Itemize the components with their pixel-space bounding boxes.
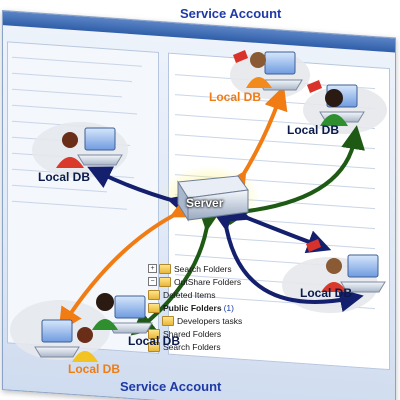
- computer-icon: [107, 295, 153, 334]
- folder-label: Search Folders: [163, 341, 221, 352]
- folder-label: Public Folders: [163, 302, 222, 313]
- workstation-top-center: [233, 50, 303, 91]
- arrow-server-to-right-db: [224, 199, 332, 254]
- local-db-label-bottom-center: Local DB: [128, 334, 181, 348]
- computer-icon: [257, 51, 303, 91]
- user-icon: [320, 89, 348, 126]
- toolbox-icon: [306, 239, 321, 252]
- folder-tree-item[interactable]: Public Folders(1): [148, 301, 268, 314]
- computer-icon: [77, 127, 123, 166]
- folder-label: Shared Folders: [163, 328, 222, 339]
- arrow-server-to-bottom-center-db: [130, 206, 222, 336]
- folder-tree-item[interactable]: + Search Folders: [148, 262, 268, 275]
- computer-icon: [340, 254, 386, 293]
- local-db-label-bottom-left: Local DB: [68, 362, 121, 376]
- workstation-bottom-left: [34, 319, 98, 362]
- computer-icon: [34, 319, 80, 358]
- user-icon: [56, 132, 84, 168]
- server-icon: [177, 175, 249, 222]
- workstation-right-top: [307, 80, 365, 126]
- local-db-label-left: Local DB: [38, 170, 91, 184]
- user-icon: [246, 52, 272, 88]
- folder-tree-item[interactable]: − OutShare Folders: [148, 275, 268, 288]
- folder-label: Search Folders: [174, 263, 232, 274]
- workstation-bottom-center: [92, 293, 153, 334]
- folder-tree-item[interactable]: Shared Folders: [148, 327, 268, 340]
- folder-icon: [148, 289, 160, 300]
- folder-tree-item[interactable]: Developers tasks: [148, 314, 268, 327]
- server-label: Server: [186, 196, 224, 210]
- folder-icon: [148, 302, 160, 313]
- local-db-label-top: Local DB: [209, 90, 262, 104]
- expander-icon[interactable]: −: [148, 277, 157, 286]
- folder-label: Deleted Items: [163, 289, 216, 300]
- folder-tree-item[interactable]: Search Folders: [148, 340, 268, 353]
- user-icon: [72, 327, 98, 362]
- folder-icon: [159, 276, 171, 287]
- folder-icon: [159, 263, 171, 274]
- local-db-label-right: Local DB: [300, 286, 353, 300]
- arrow-server-to-top-db: [223, 85, 288, 197]
- workstation-bottom-right: [306, 239, 386, 293]
- expander-icon[interactable]: +: [148, 264, 157, 273]
- workstation-left: [56, 127, 123, 168]
- toolbox-icon: [307, 80, 322, 93]
- local-db-label-right-top: Local DB: [287, 123, 340, 137]
- folder-icon: [162, 315, 174, 326]
- user-icon: [92, 293, 118, 330]
- computer-icon: [319, 84, 365, 123]
- folder-icon: [148, 341, 160, 352]
- folder-tree-item[interactable]: Deleted Items: [148, 288, 268, 301]
- service-account-label-bottom: Service Account: [120, 379, 222, 394]
- folder-label: OutShare Folders: [174, 276, 242, 287]
- folder-icon: [148, 328, 160, 339]
- toolbox-icon: [233, 50, 248, 63]
- folder-label: Developers tasks: [177, 315, 243, 326]
- user-icon: [321, 258, 347, 292]
- service-account-label-top: Service Account: [180, 6, 282, 21]
- folder-count: (1): [223, 302, 234, 313]
